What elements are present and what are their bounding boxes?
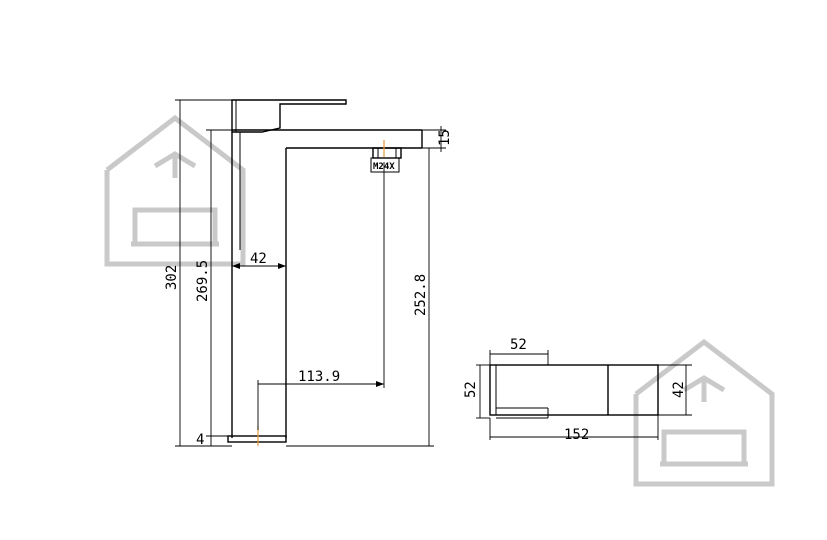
dim-spout-reach: 113.9 — [298, 369, 340, 385]
top-view: 52 52 152 42 — [463, 337, 692, 443]
aerator-thread-label: M24X — [373, 162, 395, 172]
dim-spout-height: 269.5 — [195, 260, 211, 302]
dim-top-spout-width: 42 — [671, 381, 687, 398]
house-sofa-icon — [104, 114, 246, 267]
dim-outlet-height: 252.8 — [413, 274, 429, 316]
house-sofa-icon-2 — [633, 338, 775, 487]
side-view: 302 269.5 4 42 113.9 252.8 15 M24X — [164, 99, 453, 448]
dim-spout-thickness: 15 — [437, 129, 453, 146]
dim-top-length: 152 — [564, 427, 589, 443]
dim-overall-height: 302 — [164, 265, 180, 290]
dim-top-width: 52 — [510, 337, 527, 353]
dim-top-depth: 52 — [463, 381, 479, 398]
dim-base-thickness: 4 — [196, 432, 204, 448]
dim-body-width: 42 — [250, 251, 267, 267]
